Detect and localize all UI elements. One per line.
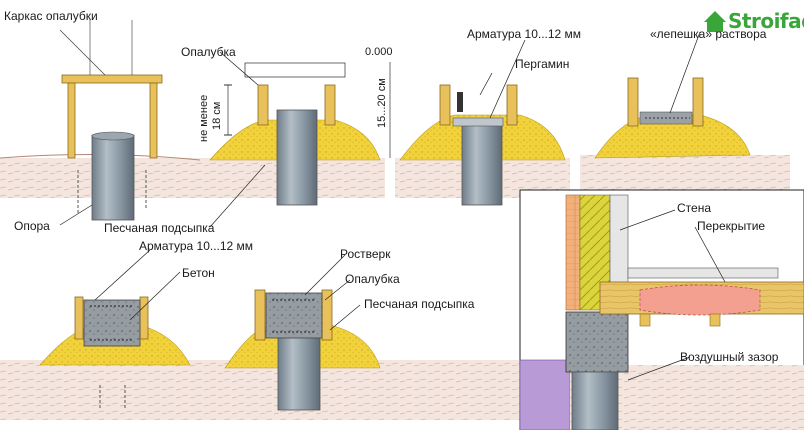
frame-top [61, 74, 163, 84]
pillar-1 [91, 134, 135, 221]
label-height-min-value: 18 см [211, 101, 223, 130]
soil-bottom-row [0, 360, 540, 420]
label-perekrytie: Перекрытие [697, 219, 766, 233]
label-sand-bottom: Песчаная подсыпка [364, 297, 475, 311]
concrete-block-5 [83, 299, 141, 347]
label-stena: Стена [677, 201, 712, 215]
diagram-7 [519, 189, 804, 431]
label-pergamin: Пергамин [515, 57, 570, 71]
label-opora: Опора [14, 219, 50, 233]
label-rostverk: Ростверк [340, 247, 391, 261]
logo-house-icon [704, 11, 726, 32]
diagram-6 [224, 289, 381, 411]
label-sand-top: Песчаная подсыпка [104, 221, 215, 235]
diagram-3 [399, 84, 566, 206]
stroifaq-logo: Stroifaq [702, 4, 804, 38]
logo-text: Stroifaq [728, 9, 804, 33]
label-level: 0.000 [365, 46, 393, 58]
diagram-1 [59, 20, 163, 221]
label-karkas: Каркас опалубки [4, 9, 98, 23]
label-opalubka-bottom: Опалубка [345, 272, 400, 286]
label-height-range: 15...20 см [376, 78, 388, 128]
diagram-5 [39, 296, 191, 410]
label-height-min: не менее [198, 94, 210, 142]
label-opalubka-top: Опалубка [181, 45, 236, 59]
label-lepeshka: «лепешка» раствора [650, 27, 767, 41]
label-armatura-mid: Арматура 10...12 мм [139, 239, 254, 253]
label-armatura-top: Арматура 10...12 мм [467, 27, 582, 41]
leader-lines [59, 31, 726, 381]
label-zazor: Воздушный зазор [680, 350, 779, 364]
diagram-2 [209, 62, 391, 206]
label-beton: Бетон [182, 266, 215, 280]
diagram-4 [594, 77, 751, 159]
